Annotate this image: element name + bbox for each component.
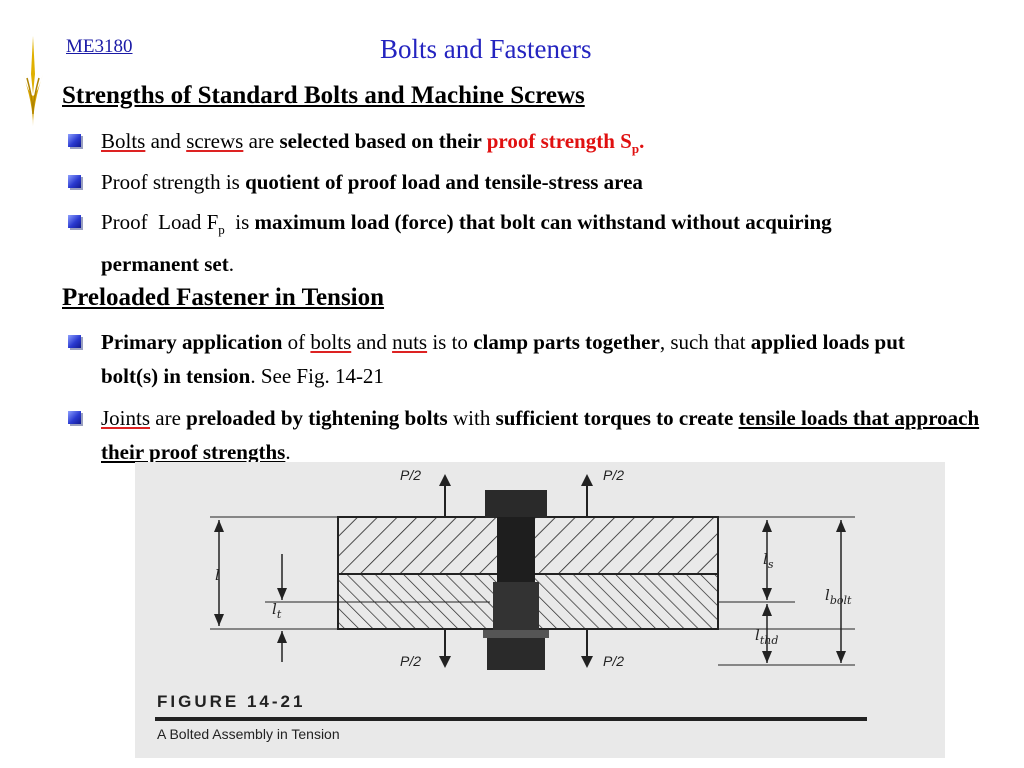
- washer: [483, 630, 549, 638]
- load-label-top-left: P/2: [400, 467, 421, 483]
- period: .: [285, 440, 291, 464]
- torch-logo-icon: [23, 36, 43, 126]
- period: .: [228, 252, 234, 277]
- slide-title: Bolts and Fasteners: [380, 34, 592, 64]
- proof-strength-text: proof strength S: [486, 129, 632, 153]
- text: is to: [427, 330, 474, 354]
- proof-strength-term: proof strength Sp.: [486, 129, 645, 157]
- bullet-item: Proof Load Fp is maximum load (force) th…: [68, 205, 901, 281]
- bullet-square-icon: [68, 335, 81, 348]
- nut: [487, 638, 545, 670]
- bullet-item: Joints are preloaded by tightening bolts…: [68, 401, 981, 469]
- emphasis-text: selected based on their: [279, 129, 487, 153]
- term-bolts: bolts: [310, 330, 352, 354]
- figure-divider: [155, 717, 867, 721]
- load-label-bottom-right: P/2: [603, 653, 624, 669]
- load-label-bottom-left: P/2: [400, 653, 421, 669]
- text: and: [351, 330, 393, 354]
- dim-label-ls: ls: [763, 550, 774, 571]
- text: , such that: [659, 330, 751, 354]
- bolted-assembly-figure: P/2 P/2 P/2 P/2 l lt ls lthd lbolt FIGUR…: [135, 462, 945, 758]
- emphasis-text: preloaded by tightening bolts: [186, 406, 448, 430]
- emphasis-text: quotient of proof load and tensile-stres…: [245, 170, 643, 194]
- text: . See Fig. 14-21: [250, 364, 384, 388]
- emphasis-text: applied loads put bolt(s) in tension: [101, 330, 905, 388]
- figure-label: FIGURE 14-21: [157, 692, 306, 711]
- text: Proof strength is: [101, 170, 246, 194]
- load-label-top-right: P/2: [603, 467, 624, 483]
- section-heading-strengths: Strengths of Standard Bolts and Machine …: [62, 82, 585, 109]
- course-code: ME3180: [66, 36, 133, 57]
- subscript-p: p: [218, 222, 225, 238]
- bolted-assembly-diagram: P/2 P/2 P/2 P/2 l lt ls lthd lbolt: [210, 467, 855, 670]
- text: and: [145, 129, 187, 153]
- bolt-head: [485, 490, 547, 518]
- text: with: [447, 406, 496, 430]
- dim-label-lbolt: lbolt: [825, 586, 852, 607]
- period: .: [639, 129, 645, 153]
- text: Proof Load F: [101, 210, 219, 234]
- bullet-item: Primary application of bolts and nuts is…: [68, 325, 961, 393]
- dim-label-lt: lt: [272, 600, 282, 621]
- bullet-square-icon: [68, 411, 81, 424]
- bullet-square-icon: [68, 175, 81, 188]
- bullet-item: Bolts and screws are selected based on t…: [68, 124, 981, 166]
- term-screws: screws: [186, 129, 244, 153]
- text: is: [224, 210, 255, 234]
- bolt-thread: [493, 582, 539, 634]
- bullet-square-icon: [68, 134, 81, 147]
- term-joints: Joints: [101, 406, 151, 430]
- emphasis-text: Primary application: [101, 330, 283, 354]
- subscript-p: p: [631, 141, 640, 157]
- bullet-item: Proof strength is quotient of proof load…: [68, 165, 981, 199]
- text: of: [282, 330, 311, 354]
- emphasis-text: clamp parts together: [473, 330, 660, 354]
- section-heading-preloaded: Preloaded Fastener in Tension: [62, 284, 385, 311]
- term-bolts: Bolts: [101, 129, 146, 153]
- emphasis-text: maximum load (force) that bolt can withs…: [101, 210, 832, 277]
- text: are: [150, 406, 187, 430]
- figure-caption: A Bolted Assembly in Tension: [157, 726, 340, 742]
- emphasis-text: sufficient torques to create: [495, 406, 739, 430]
- term-nuts: nuts: [392, 330, 428, 354]
- dim-label-l: l: [215, 566, 220, 584]
- emphasis-underlined-text: tensile loads that approach their proof …: [101, 406, 980, 464]
- text: are: [243, 129, 280, 153]
- bullet-square-icon: [68, 215, 81, 228]
- dim-label-lthd: lthd: [755, 626, 778, 647]
